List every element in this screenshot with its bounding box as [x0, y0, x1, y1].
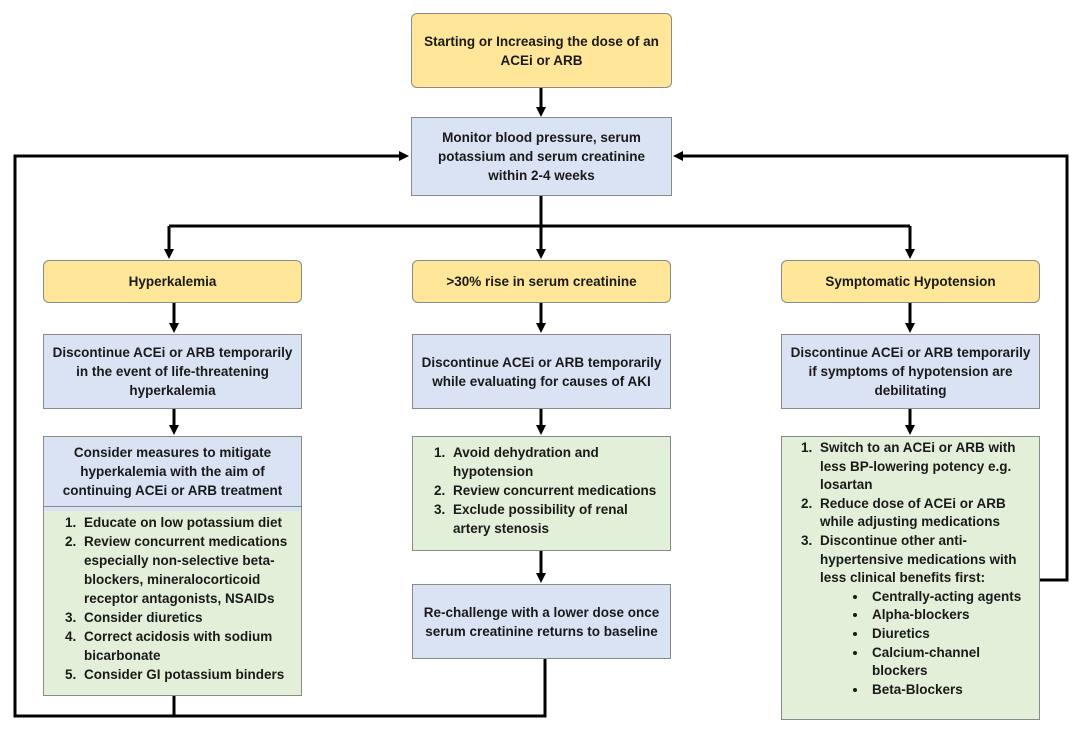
hyperkalemia-measures-heading: Consider measures to mitigate hyperkalem… — [62, 445, 283, 498]
hyperkalemia-discontinue-text: Discontinue ACEi or ARB temporarily in t… — [52, 345, 293, 398]
feedback-loop-left — [13, 151, 409, 718]
creatinine-discontinue-box: Discontinue ACEi or ARB temporarily whil… — [412, 334, 671, 409]
monitor-text: Monitor blood pressure, serum potassium … — [437, 130, 646, 183]
list-item-text: Discontinue other anti-hypertensive medi… — [820, 532, 1017, 586]
list-item: Consider diuretics — [80, 608, 291, 627]
feedback-loop-middle — [174, 659, 547, 718]
start-box: Starting or Increasing the dose of an AC… — [411, 13, 672, 88]
hyperkalemia-measures-divider — [44, 506, 301, 507]
agent-item: Centrally-acting agents — [868, 588, 1031, 607]
hypotension-discontinue-box: Discontinue ACEi or ARB temporarily if s… — [781, 334, 1040, 409]
feedback-loop-right — [673, 151, 1069, 582]
list-item: Reduce dose of ACEi or ARB while adjusti… — [816, 495, 1031, 532]
creatinine-title: >30% rise in serum creatinine — [446, 274, 637, 289]
hypotension-measures-box: Switch to an ACEi or ARB with less BP-lo… — [781, 436, 1040, 720]
list-item: Review concurrent medications especially… — [80, 532, 291, 608]
hypotension-discontinue-text: Discontinue ACEi or ARB temporarily if s… — [790, 345, 1031, 398]
list-item: Correct acidosis with sodium bicarbonate — [80, 627, 291, 665]
monitor-box: Monitor blood pressure, serum potassium … — [411, 117, 672, 196]
hypotension-agents-list: Centrally-acting agents Alpha-blockers D… — [820, 588, 1031, 700]
creatinine-rechallenge-text: Re-challenge with a lower dose once seru… — [423, 604, 660, 639]
hypotension-title-box: Symptomatic Hypotension — [781, 260, 1040, 303]
creatinine-title-box: >30% rise in serum creatinine — [412, 260, 671, 303]
start-text: Starting or Increasing the dose of an AC… — [424, 33, 659, 68]
list-item: Avoid dehydration and hypotension — [449, 443, 660, 481]
agent-item: Alpha-blockers — [868, 606, 1031, 625]
list-item: Switch to an ACEi or ARB with less BP-lo… — [816, 439, 1031, 495]
agent-item: Diuretics — [868, 625, 1031, 644]
hyperkalemia-title-box: Hyperkalemia — [43, 260, 302, 303]
hyperkalemia-title: Hyperkalemia — [128, 274, 217, 289]
creatinine-discontinue-text: Discontinue ACEi or ARB temporarily whil… — [421, 354, 662, 389]
creatinine-measures-box: Avoid dehydration and hypotension Review… — [412, 436, 671, 551]
list-item: Review concurrent medications — [449, 481, 660, 500]
hypotension-measures-list: Switch to an ACEi or ARB with less BP-lo… — [790, 439, 1031, 699]
hyperkalemia-measures-list: Educate on low potassium diet Review con… — [54, 513, 291, 684]
list-item: Consider GI potassium binders — [80, 665, 291, 684]
list-item: Discontinue other anti-hypertensive medi… — [816, 532, 1031, 699]
hypotension-title: Symptomatic Hypotension — [825, 274, 996, 289]
list-item: Educate on low potassium diet — [80, 513, 291, 532]
hyperkalemia-measures-box: Consider measures to mitigate hyperkalem… — [43, 436, 302, 696]
creatinine-measures-list: Avoid dehydration and hypotension Review… — [423, 443, 660, 538]
creatinine-rechallenge-box: Re-challenge with a lower dose once seru… — [412, 584, 671, 659]
hyperkalemia-discontinue-box: Discontinue ACEi or ARB temporarily in t… — [43, 334, 302, 409]
list-item: Exclude possibility of renal artery sten… — [449, 500, 660, 538]
agent-item: Beta-Blockers — [868, 681, 1031, 700]
agent-item: Calcium-channel blockers — [868, 644, 1031, 681]
